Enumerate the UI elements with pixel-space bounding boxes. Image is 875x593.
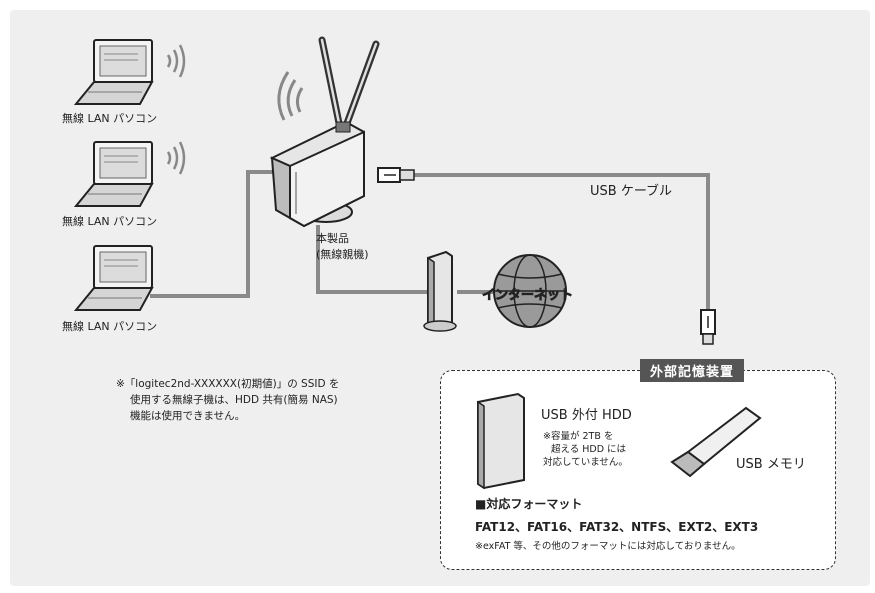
network-cables: [150, 170, 710, 310]
router-label-sub: (無線親機): [316, 248, 369, 261]
ssid-note-line: 使用する無線子機は、HDD 共有(簡易 NAS): [130, 394, 338, 406]
hdd-icon: [477, 392, 525, 490]
router-label: 本製品: [316, 232, 349, 245]
usb-cable-label: USB ケーブル: [590, 184, 673, 199]
router-wifi-icon: [277, 71, 304, 121]
usb-memory-icon: [670, 406, 762, 478]
hdd-note-line: 対応していません。: [543, 457, 628, 468]
ssid-note-line: ※「logitec2nd-XXXXXX(初期値)」の SSID を: [116, 378, 340, 390]
wifi-signal-icon: [166, 44, 186, 78]
hdd-note-line: ※容量が 2TB を: [543, 431, 614, 442]
usb-memory-label: USB メモリ: [736, 457, 806, 472]
hdd-note: ※容量が 2TB を 超える HDD には 対応していません。: [543, 430, 628, 469]
wifi-signal-icon: [166, 141, 186, 175]
ssid-note-line: 機能は使用できません。: [130, 410, 246, 422]
router-icon: [269, 36, 380, 228]
laptop-icon: [73, 39, 154, 105]
globe-icon: [493, 254, 567, 328]
usb-plug-icon: [700, 309, 716, 345]
laptop-label: 無線 LAN パソコン: [62, 320, 158, 333]
laptop-icon: [73, 141, 154, 207]
usb-plug-icon: [377, 167, 415, 183]
ssid-note: ※「logitec2nd-XXXXXX(初期値)」の SSID を 使用する無線…: [116, 376, 416, 424]
laptop-label: 無線 LAN パソコン: [62, 215, 158, 228]
laptop-icon: [73, 245, 154, 311]
lan-cable-modem: [316, 225, 430, 294]
format-list: FAT12、FAT16、FAT32、NTFS、EXT2、EXT3: [475, 520, 759, 534]
external-storage-title: 外部記憶装置: [640, 359, 745, 382]
hdd-note-line: 超える HDD には: [551, 444, 627, 455]
format-heading: ■対応フォーマット: [475, 497, 583, 511]
format-note: ※exFAT 等、その他のフォーマットには対応しておりません。: [475, 541, 741, 552]
hdd-label: USB 外付 HDD: [541, 408, 632, 423]
usb-cable: [414, 173, 710, 310]
lan-cable-pc3: [150, 170, 276, 298]
internet-label: インターネット: [482, 288, 574, 304]
modem-icon: [423, 250, 457, 332]
laptop-label: 無線 LAN パソコン: [62, 112, 158, 125]
